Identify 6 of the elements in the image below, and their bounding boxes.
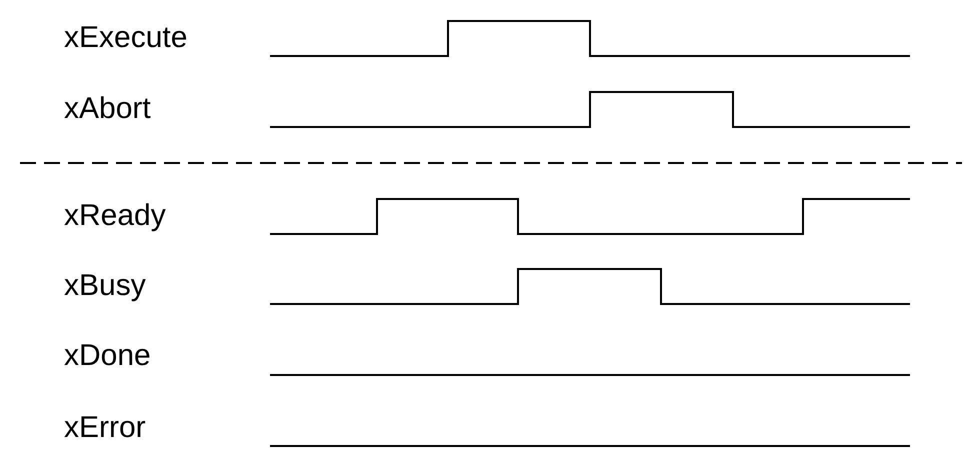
signal-name: xError	[64, 413, 146, 443]
signal-name: xAbort	[64, 94, 151, 124]
signal-name: xBusy	[64, 271, 146, 301]
signal-name: xExecute	[64, 23, 188, 53]
signal-name: xDone	[64, 341, 151, 371]
signal-name: xReady	[64, 201, 166, 231]
